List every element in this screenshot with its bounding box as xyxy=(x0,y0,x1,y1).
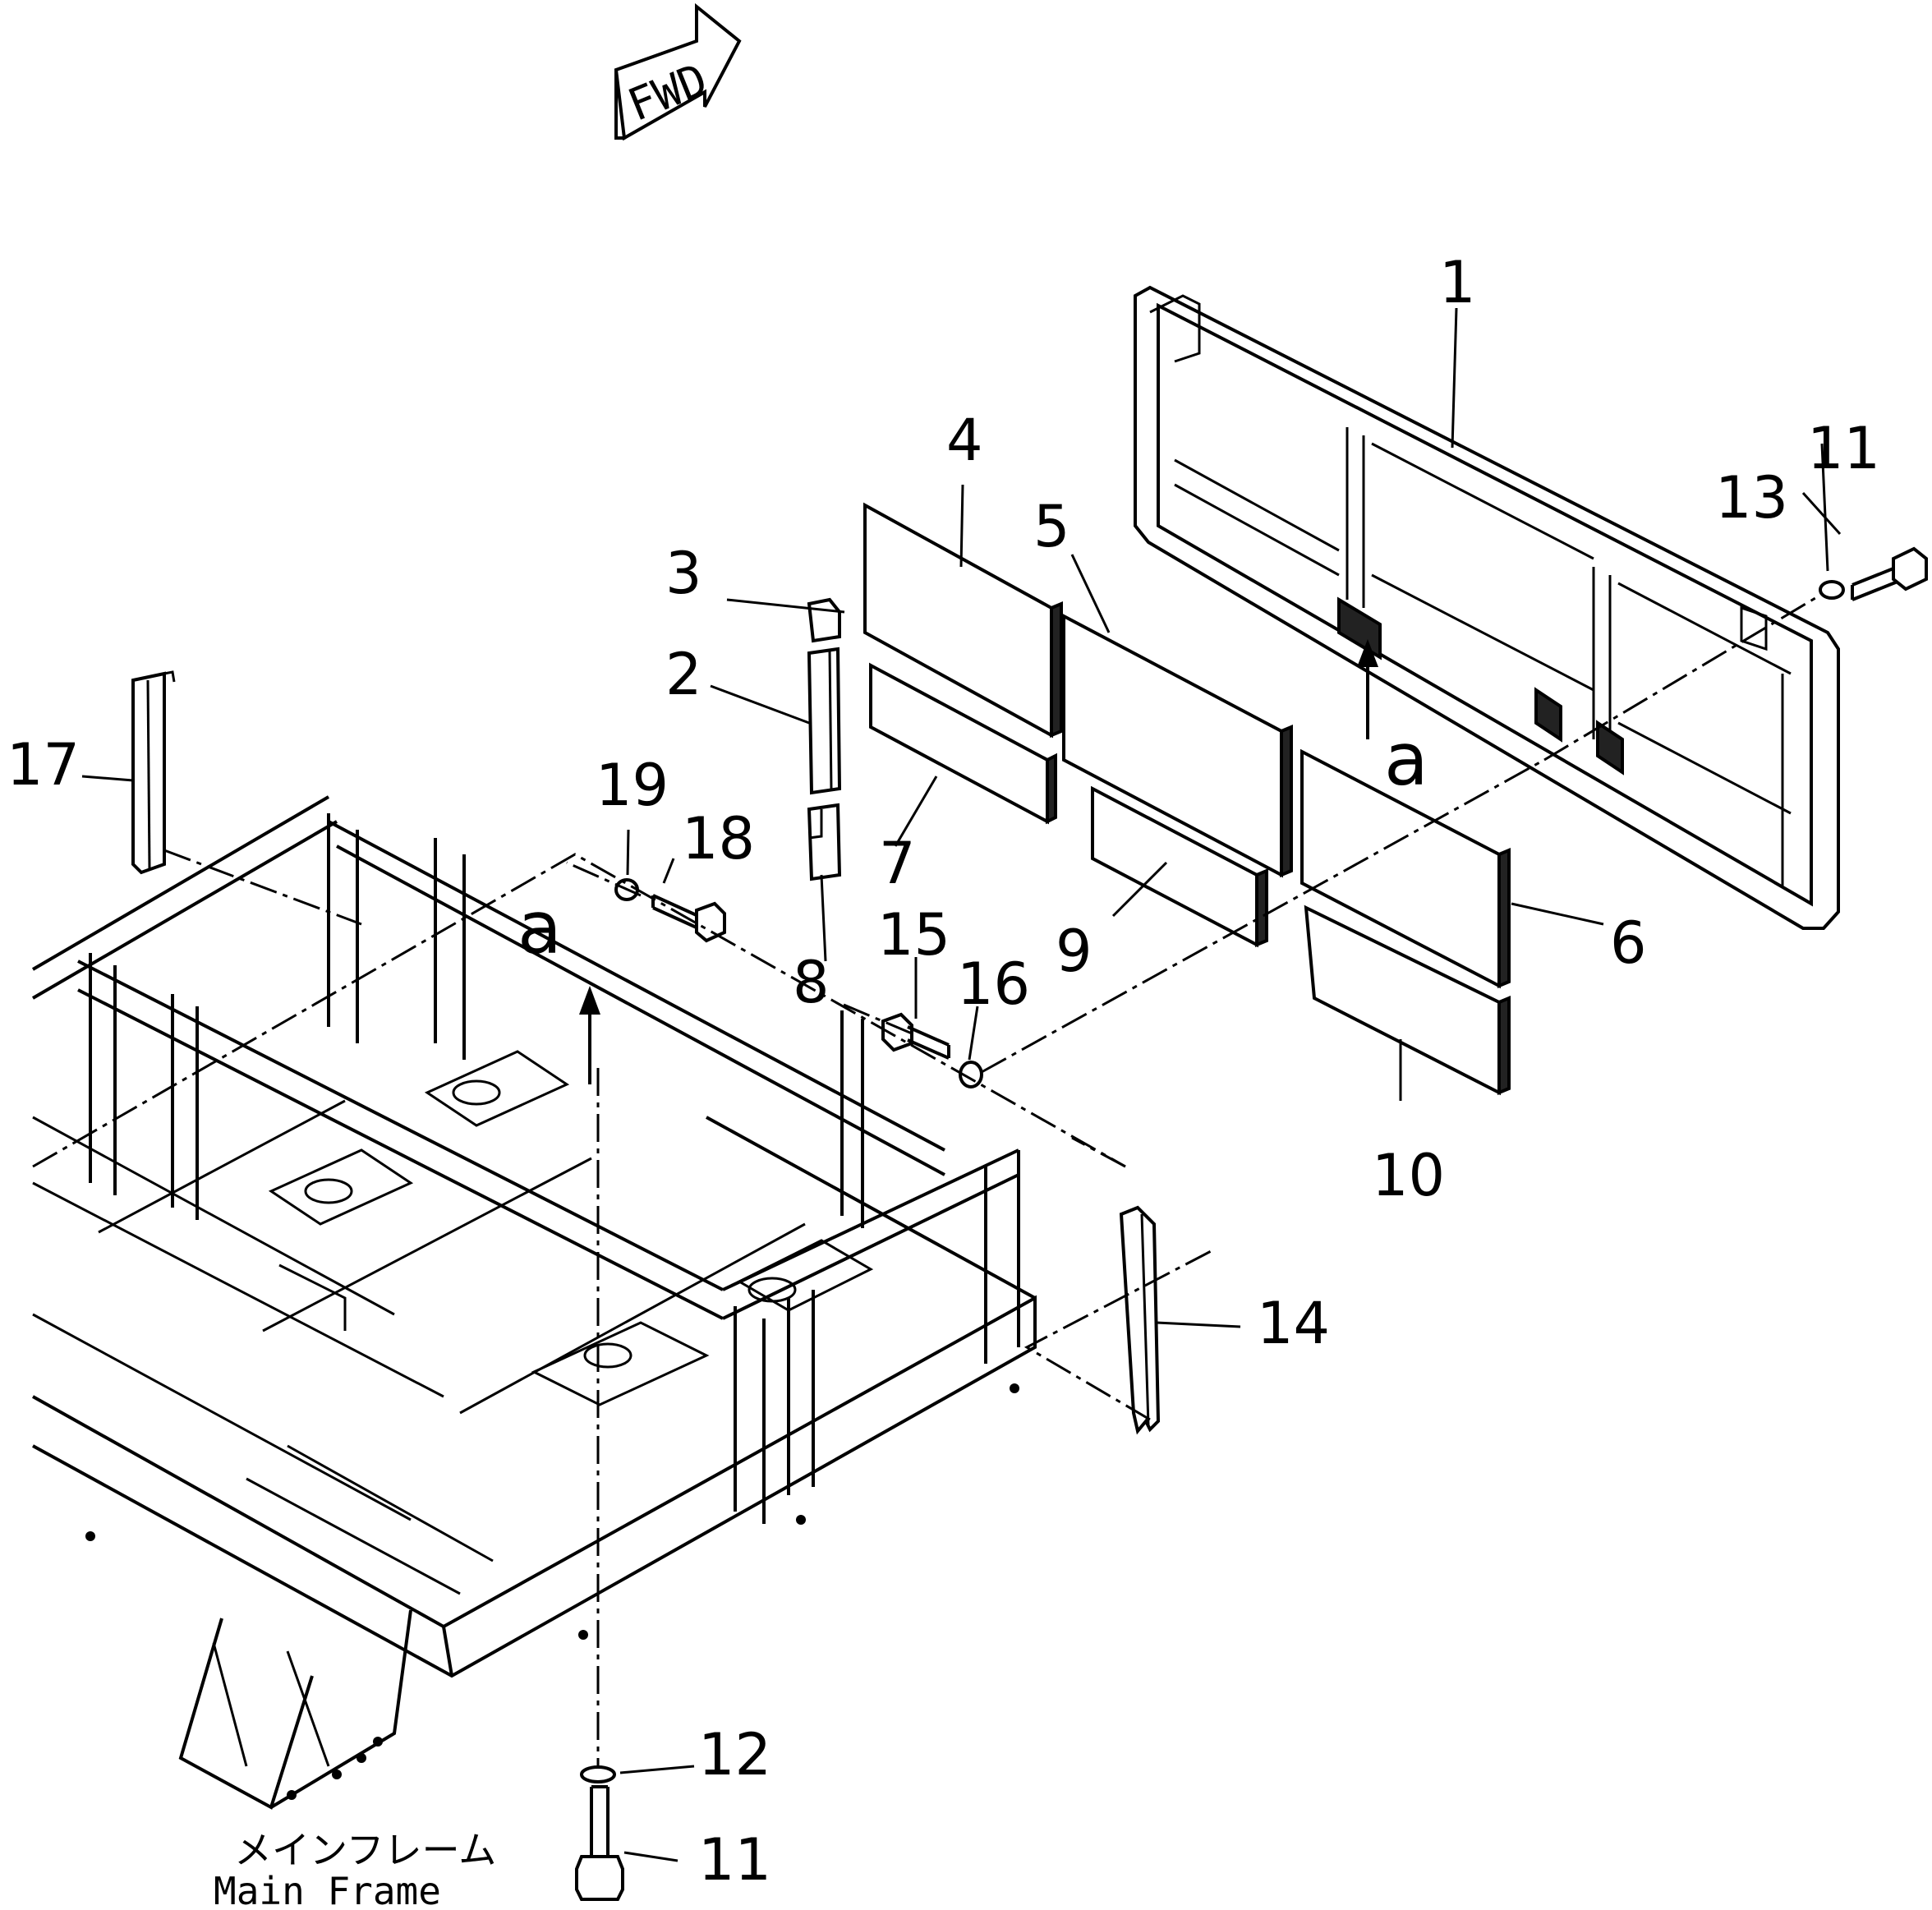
callout-11-upper: 11 xyxy=(1807,415,1880,482)
callout-1: 1 xyxy=(1439,249,1476,316)
callout-8: 8 xyxy=(793,949,830,1016)
caption-english: Main Frame xyxy=(214,1869,441,1910)
section-arrow-lower: a xyxy=(518,886,600,1084)
panel-part-10 xyxy=(1304,904,1511,1096)
post-part-14 xyxy=(1119,1205,1161,1435)
callout-16: 16 xyxy=(957,950,1030,1018)
panel-part-9 xyxy=(1091,785,1268,948)
washer-part-16 xyxy=(959,1061,983,1088)
callout-6: 6 xyxy=(1610,909,1647,977)
strip-part-8 xyxy=(807,803,842,881)
strip-part-2 xyxy=(807,647,842,795)
rear-frame-part-1 xyxy=(1134,285,1840,930)
callouts: 1 11 13 4 5 3 2 17 19 18 7 8 15 16 9 6 1… xyxy=(7,249,1880,1894)
callout-17: 17 xyxy=(7,731,80,799)
section-arrow-upper: a xyxy=(1357,639,1428,802)
leader-lines xyxy=(81,307,1842,1862)
bolt-part-15 xyxy=(881,1012,950,1060)
callout-13: 13 xyxy=(1715,464,1788,532)
post-part-17 xyxy=(131,670,176,875)
callout-5: 5 xyxy=(1033,493,1070,560)
washer-part-12 xyxy=(580,1765,616,1783)
callout-10: 10 xyxy=(1372,1142,1445,1209)
callout-7: 7 xyxy=(879,830,916,897)
callout-3: 3 xyxy=(665,540,702,607)
bolt-part-18 xyxy=(651,894,726,943)
washer-part-13 xyxy=(1819,580,1845,600)
callout-19: 19 xyxy=(596,752,669,819)
caption-japanese: メインフレーム xyxy=(234,1828,496,1872)
callout-18: 18 xyxy=(682,805,755,872)
main-frame-caption: メインフレーム Main Frame xyxy=(214,1828,496,1910)
fwd-label: FWD xyxy=(621,53,715,131)
bolt-part-11-lower xyxy=(575,1785,624,1901)
forward-direction-arrow: FWD xyxy=(614,2,742,141)
bolt-part-11-upper xyxy=(1851,546,1928,601)
panel-part-5 xyxy=(1062,613,1293,878)
callout-12: 12 xyxy=(698,1721,771,1788)
section-marker-upper: a xyxy=(1384,717,1428,802)
callout-9: 9 xyxy=(1056,918,1092,985)
callout-15: 15 xyxy=(877,901,950,969)
callout-14: 14 xyxy=(1257,1290,1330,1357)
strip-part-3 xyxy=(807,597,841,643)
callout-2: 2 xyxy=(665,641,702,708)
panel-part-4 xyxy=(863,502,1063,739)
main-frame xyxy=(31,795,1126,1810)
callout-4: 4 xyxy=(946,407,983,474)
panel-part-7 xyxy=(869,662,1057,825)
callout-11-lower: 11 xyxy=(698,1826,771,1894)
